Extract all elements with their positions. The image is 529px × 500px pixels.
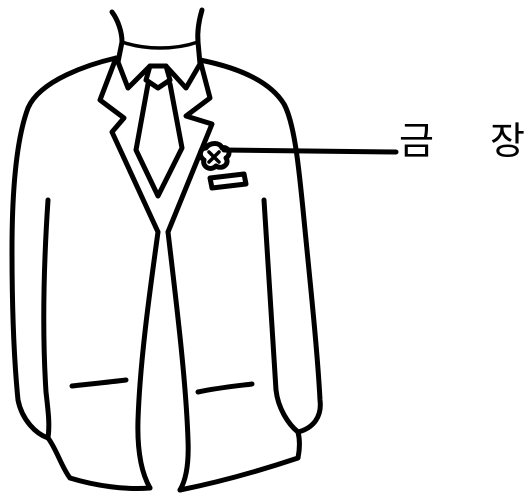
tie-blade xyxy=(136,84,182,196)
callout-label: 금 장 xyxy=(399,118,529,164)
callout-leader-line xyxy=(224,150,396,152)
pocket-flap-left xyxy=(72,380,126,386)
left-sleeve-inner xyxy=(44,200,49,438)
front-edge-right xyxy=(168,232,188,490)
pocket-flap-right xyxy=(198,384,252,392)
jacket-left-side xyxy=(12,58,116,478)
front-edge-left xyxy=(138,232,158,488)
chest-pocket xyxy=(210,174,246,188)
hem-left xyxy=(70,478,150,489)
lapel-badge-icon xyxy=(200,144,229,169)
neck-right xyxy=(198,10,202,42)
neck-left xyxy=(112,12,122,42)
jacket-right-side xyxy=(200,60,320,432)
hem-right xyxy=(180,432,300,490)
right-sleeve-inner xyxy=(264,200,298,432)
collar-band xyxy=(122,42,198,48)
